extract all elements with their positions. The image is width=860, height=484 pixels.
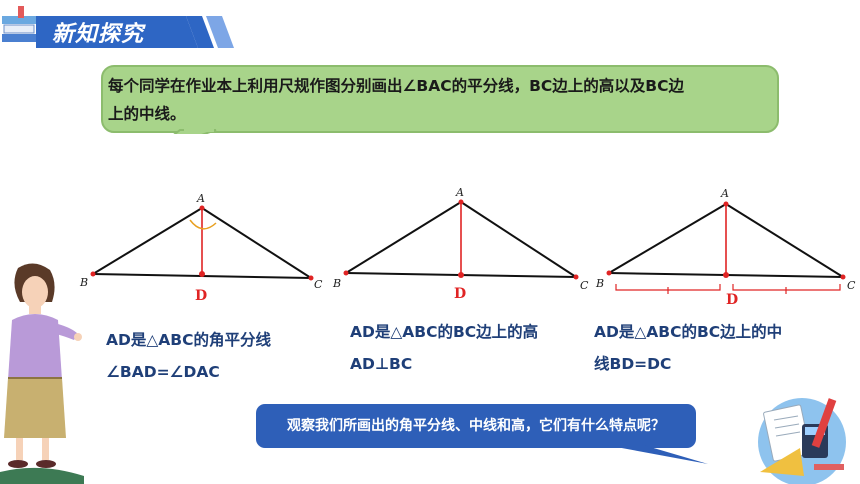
- caption-line-1: AD是△ABC的角平分线: [106, 331, 271, 349]
- side-ab: [608, 203, 727, 274]
- label-d: D: [454, 286, 466, 302]
- caption-line-2: 线BD=DC: [594, 355, 672, 373]
- figure-altitude: A B C D: [332, 186, 589, 302]
- prompt-line-1: 每个同学在作业本上利用尺规作图分别画出∠BAC的平分线，BC边上的高以及BC边: [108, 77, 684, 95]
- caption-line-2: AD⊥BC: [350, 355, 413, 373]
- label-a: A: [455, 186, 464, 199]
- label-b: B: [79, 276, 88, 289]
- angle-arc: [189, 219, 217, 230]
- prompt-line-2: 上的中线。: [108, 105, 186, 123]
- label-d: D: [195, 288, 207, 304]
- side-ab: [345, 201, 462, 274]
- question-box-tail: [600, 444, 708, 464]
- label-b: B: [332, 277, 341, 290]
- caption-median: AD是△ABC的BC边上的中 线BD=DC: [594, 316, 782, 380]
- header-banner: [36, 16, 234, 48]
- speech-bubble: [101, 65, 779, 134]
- math-tools-icon: [758, 398, 846, 484]
- label-c: C: [580, 279, 589, 292]
- caption-angle-bisector: AD是△ABC的角平分线 ∠BAD=∠DAC: [106, 324, 271, 388]
- book-stack-icon: [2, 6, 36, 42]
- prompt-text: 每个同学在作业本上利用尺规作图分别画出∠BAC的平分线，BC边上的高以及BC边 …: [108, 72, 772, 128]
- label-c: C: [314, 278, 323, 291]
- caption-line-2: ∠BAD=∠DAC: [106, 363, 220, 381]
- teacher-illustration: [0, 263, 84, 484]
- page-title: 新知探究: [52, 22, 145, 47]
- question-text: 观察我们所画出的角平分线、中线和高，它们有什么特点呢？: [287, 418, 665, 434]
- label-a: A: [720, 187, 729, 200]
- side-ac: [725, 203, 844, 278]
- label-d: D: [726, 292, 738, 308]
- question-box: [256, 404, 696, 448]
- side-ac: [201, 207, 312, 279]
- caption-line-1: AD是△ABC的BC边上的高: [350, 323, 539, 341]
- figure-median: A B C D: [595, 187, 856, 308]
- figure-angle-bisector: A B C D: [79, 192, 323, 304]
- side-ab: [92, 207, 203, 275]
- label-b: B: [595, 277, 604, 290]
- label-a: A: [196, 192, 205, 205]
- caption-altitude: AD是△ABC的BC边上的高 AD⊥BC: [350, 316, 538, 380]
- side-ac: [460, 201, 577, 278]
- caption-line-1: AD是△ABC的BC边上的中: [594, 323, 783, 341]
- label-c: C: [847, 279, 856, 292]
